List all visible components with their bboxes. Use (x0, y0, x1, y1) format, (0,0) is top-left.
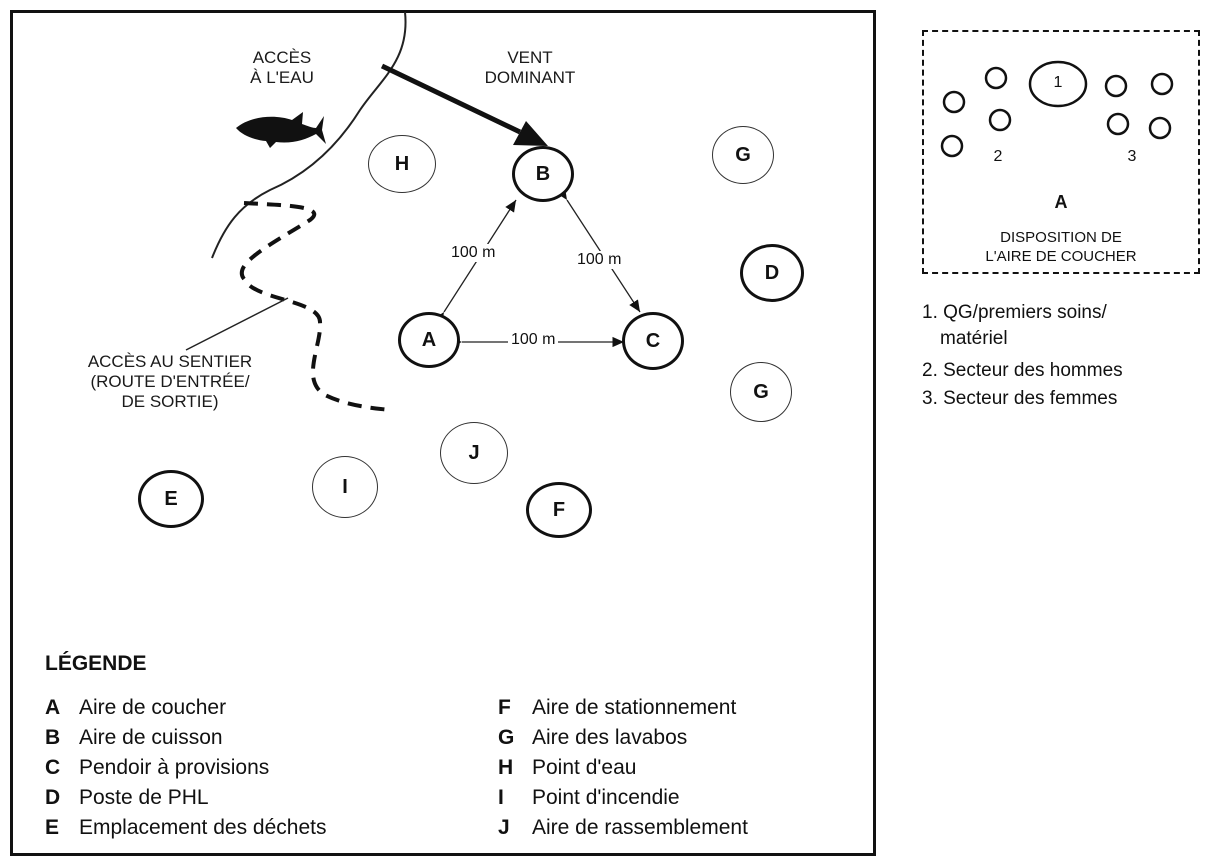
node-g-top: G (712, 126, 774, 184)
list-item-2: 2. Secteur des hommes (922, 360, 1123, 381)
trail-path (239, 201, 391, 412)
node-a: A (398, 312, 460, 368)
inset-drawings (940, 60, 1174, 158)
list-item-1-cont: matériel (940, 328, 1008, 349)
wind-arrowhead (513, 121, 548, 146)
map-drawings (185, 11, 641, 412)
node-j: J (440, 422, 508, 484)
site-map-frame (10, 10, 876, 856)
trail-pointer-line (185, 297, 289, 351)
distance-a-c: 100 m (508, 331, 559, 349)
sleeping-area-inset (922, 30, 1200, 274)
tent-circle (984, 66, 1008, 90)
inset-label-2: 2 (993, 148, 1003, 165)
inset-label-3: 3 (1127, 148, 1137, 165)
node-f: F (526, 482, 592, 538)
inset-circle-1-label: 1 (1053, 74, 1063, 91)
shoreline (211, 11, 407, 259)
list-item-3: 3. Secteur des femmes (922, 388, 1118, 409)
fish-icon (236, 112, 326, 148)
tent-circle (940, 134, 964, 158)
node-h: H (368, 135, 436, 193)
list-item-1: 1. QG/premiers soins/ (922, 302, 1107, 323)
inset-letter: A (1054, 192, 1068, 212)
tent-circle (1104, 74, 1128, 98)
tent-circle (942, 90, 966, 114)
trail-access-label: ACCÈS AU SENTIER (ROUTE D'ENTRÉE/ DE SOR… (87, 352, 253, 411)
tent-circle (988, 108, 1012, 132)
tent-circle (1150, 72, 1174, 96)
tent-circle (1148, 116, 1172, 140)
tent-circle (1106, 112, 1130, 136)
wind-arrow (380, 63, 522, 135)
distance-a-b: 100 m (448, 244, 499, 262)
node-c: C (622, 312, 684, 370)
inset-hq-circle (1028, 60, 1088, 108)
distance-b-c: 100 m (574, 251, 625, 269)
inset-caption: DISPOSITION DE L'AIRE DE COUCHER (985, 229, 1137, 265)
legend-title: LÉGENDE (45, 652, 147, 675)
node-e: E (138, 470, 204, 528)
water-access-label: ACCÈS À L'EAU (250, 48, 314, 87)
node-b: B (512, 146, 574, 202)
node-d: D (740, 244, 804, 302)
wind-label: VENT DOMINANT (484, 48, 576, 87)
node-g-bottom: G (730, 362, 792, 422)
node-i: I (312, 456, 378, 518)
